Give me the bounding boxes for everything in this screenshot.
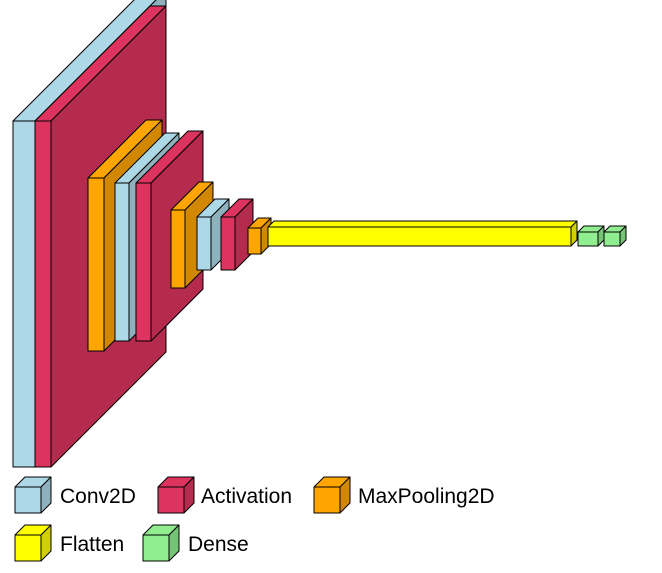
layer-flatten-10-top xyxy=(267,220,578,228)
legend: Conv2D Activation MaxPooling2D Flatten Dense xyxy=(14,476,495,562)
legend-label-conv2d: Conv2D xyxy=(60,485,136,508)
layer-flatten-10 xyxy=(267,220,578,247)
legend-item-conv2d: Conv2D xyxy=(14,476,136,514)
activation-swatch-icon-front xyxy=(157,486,185,514)
legend-item-maxpooling2d: MaxPooling2D xyxy=(313,476,495,514)
legend-item-activation: Activation xyxy=(157,476,292,514)
layer-conv2d-1-front xyxy=(12,120,36,468)
layer-dense-12 xyxy=(603,225,627,247)
conv2d-swatch-icon-front xyxy=(14,486,42,514)
layer-flatten-10-front xyxy=(267,226,572,247)
flatten-swatch-icon xyxy=(14,524,52,562)
flatten-swatch-icon-front xyxy=(14,534,42,562)
layer-maxpooling2d-6-front xyxy=(170,209,186,289)
legend-label-flatten: Flatten xyxy=(60,533,124,556)
layer-activation-8-front xyxy=(220,216,236,271)
layer-stack xyxy=(12,0,627,468)
legend-item-dense: Dense xyxy=(142,524,249,562)
layer-activation-5-front xyxy=(135,182,152,342)
conv2d-swatch-icon xyxy=(14,476,52,514)
maxpooling2d-swatch-icon xyxy=(313,476,351,514)
dense-swatch-icon xyxy=(142,524,180,562)
layer-activation-2-front xyxy=(34,120,52,468)
layer-conv2d-7-front xyxy=(196,216,212,271)
maxpooling2d-swatch-icon-front xyxy=(313,486,341,514)
layer-maxpooling2d-3-front xyxy=(87,177,105,352)
dense-swatch-icon-front xyxy=(142,534,170,562)
legend-label-maxpooling2d: MaxPooling2D xyxy=(358,485,495,508)
activation-swatch-icon xyxy=(157,476,195,514)
layer-conv2d-4-front xyxy=(114,182,130,342)
layer-dense-12-front xyxy=(603,231,621,247)
layer-dense-11-front xyxy=(577,231,599,247)
layer-dense-11 xyxy=(577,225,605,247)
layer-maxpooling2d-9-front xyxy=(247,227,262,255)
legend-label-dense: Dense xyxy=(188,533,249,556)
legend-label-activation: Activation xyxy=(201,485,292,508)
legend-item-flatten: Flatten xyxy=(14,524,124,562)
